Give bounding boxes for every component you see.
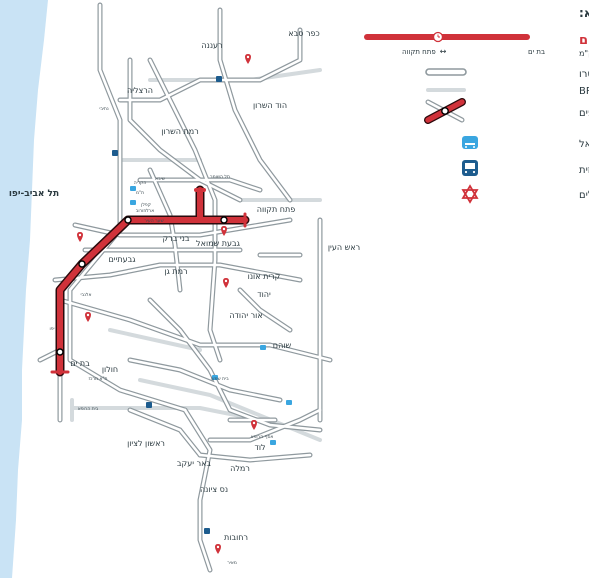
legend-title: מקרא: (579, 6, 589, 20)
hospital-pin-icon (221, 226, 227, 236)
hospital-pin-icon (215, 544, 221, 554)
hospitals (77, 54, 257, 554)
station-label: שער העיר (144, 219, 163, 224)
legend-bus-icon (462, 160, 478, 176)
station-label: בית שמש (211, 377, 229, 382)
station-labels: ת"מ תל השומר אלנבי ארלוזורוב יפו בית שמש… (49, 107, 273, 566)
city-label: אור יהודה (229, 311, 262, 320)
city-label: שוהם (273, 341, 292, 350)
station-label: יפו (49, 327, 54, 332)
legend-hospital-icon (461, 184, 479, 204)
city-label: רמת גן (164, 267, 187, 276)
legend-lrt-swatch (425, 68, 467, 76)
brt-lines (70, 68, 322, 442)
hospital-pin-icon (251, 420, 257, 430)
hospital-pin-icon (223, 278, 229, 288)
legend-hospital-label: בית חולים (579, 190, 589, 201)
station-label: ת"מ (136, 190, 144, 196)
station-label: מאיר (227, 561, 237, 566)
city-label: קרית אונו (248, 272, 281, 281)
junction-marker (78, 260, 86, 268)
station-label: ת"א מרכז (89, 376, 108, 382)
train-icon (130, 186, 136, 191)
junction-marker (220, 216, 228, 224)
junctions (56, 216, 228, 356)
hospital-pin-icon (245, 54, 251, 64)
city-label: באר יעקב (177, 459, 212, 468)
station-label: נתיבי (99, 107, 109, 112)
station-label: אלנבי (81, 293, 92, 298)
station-label: בית הרופא (78, 407, 99, 412)
legend-red-line (364, 34, 530, 40)
legend-line-name: הקו האדום (579, 33, 589, 48)
junction-marker (124, 216, 132, 224)
hospital-pin-icon (85, 312, 91, 322)
train-icon (270, 440, 276, 445)
station-label: תל השומר (210, 175, 230, 180)
city-label: פתח תקווה (257, 205, 296, 214)
city-label: הרצליה (127, 86, 153, 95)
city-label: רחובות (224, 533, 248, 542)
city-label: רעננה (201, 41, 222, 50)
legend-junction-label: מפגש עם קווי מתע"ן נוספים (579, 108, 589, 119)
city-label: תל אביב-יפו (9, 189, 59, 199)
station-label: הקריה (134, 181, 147, 186)
sea (0, 0, 48, 578)
city-label: בת ים (70, 359, 90, 368)
bus-icon (112, 150, 118, 156)
legend-brt-label: קו BRT (579, 86, 589, 97)
legend-brt-swatch (426, 88, 466, 92)
bus-icon (204, 528, 210, 534)
city-label: גבעת שמואל (196, 239, 241, 248)
city-label: ראש העין (328, 243, 360, 252)
train-icon (260, 345, 266, 350)
city-label: הוד השרון (253, 101, 287, 110)
legend-junction-icon (424, 98, 466, 124)
bus-icon (216, 76, 222, 82)
hospital-pin-icon (77, 232, 83, 242)
station-label: ארלוזורוב (136, 209, 154, 214)
bus-icon (146, 402, 152, 408)
map-station-icons (112, 76, 292, 534)
legend-clock-hand (437, 34, 440, 38)
city-label: יהוד (257, 290, 271, 299)
station-label: שיבא (155, 177, 165, 182)
city-label: חולון (102, 365, 118, 374)
city-label: לוד (254, 443, 265, 452)
legend-bus-label: תחנה מרכזית (579, 165, 589, 176)
city-label: גבעתיים (108, 255, 136, 264)
city-label: ראשון לציון (127, 439, 165, 448)
train-icon (130, 200, 136, 205)
junction-marker (56, 348, 64, 356)
city-label: נס ציונה (200, 485, 228, 494)
legend-arrow: ↔ (440, 47, 447, 56)
legend-end-b: פתח תקווה (402, 48, 436, 56)
legend-lrt-label: קו LRT / קו מטרו (579, 69, 589, 80)
station-label: קפלן (141, 203, 151, 208)
city-label: בני ברק (163, 234, 190, 243)
lrt-lines (37, 2, 333, 573)
train-icon (212, 375, 218, 380)
station-label: אסף הרופא (251, 435, 274, 440)
legend-train-icon (462, 136, 478, 149)
city-label: רמלה (230, 464, 250, 473)
city-label: רמת השרון (161, 127, 199, 136)
legend-line-length: 24 ק"מ (579, 49, 589, 58)
legend-end-a: בת ים (528, 48, 545, 56)
legend-train-label: תחנת רכבת ישראל (579, 139, 589, 150)
train-icon (286, 400, 292, 405)
legend: מקרא: הקו האדום 24 ק"מ בת ים ↔ פתח תקווה… (364, 6, 589, 204)
city-label: כפר סבא (288, 29, 319, 38)
city-labels: תל אביב-יפו כפר סבא רעננה הרצליה הוד השר… (9, 29, 360, 542)
